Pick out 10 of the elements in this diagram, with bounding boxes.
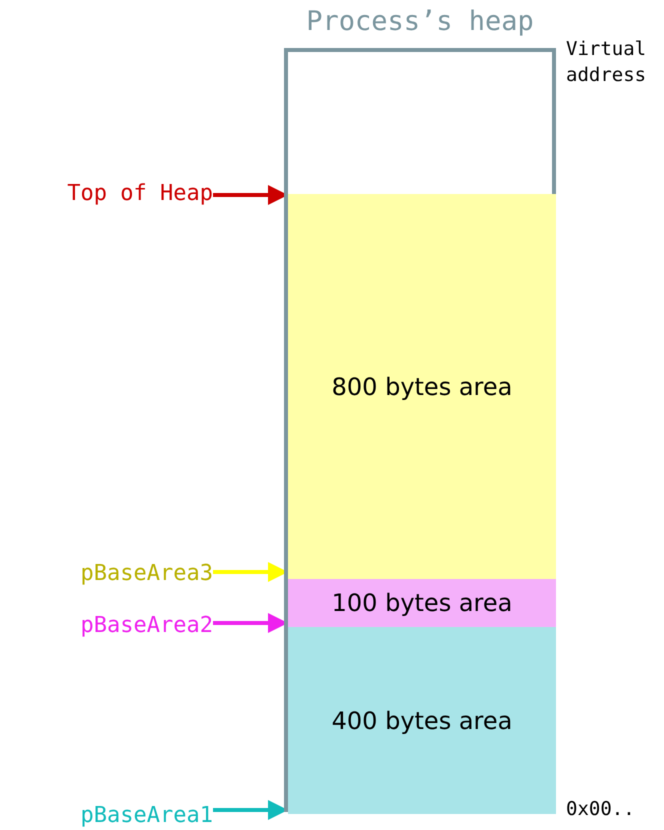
pointer-label: Top of Heap (67, 176, 213, 210)
pointer-label: pBaseArea3 (80, 558, 213, 588)
axis-note: Virtual address (566, 37, 648, 88)
memory-area: 400 bytes area (288, 627, 556, 814)
pointer-label: pBaseArea1 (80, 800, 213, 830)
pointer-label: pBaseArea2 (80, 610, 213, 640)
memory-area: 800 bytes area (288, 194, 556, 579)
heap-title: Process’s heap (305, 6, 535, 37)
memory-area: 100 bytes area (288, 579, 556, 627)
axis-note: 0x00.. (566, 797, 636, 822)
